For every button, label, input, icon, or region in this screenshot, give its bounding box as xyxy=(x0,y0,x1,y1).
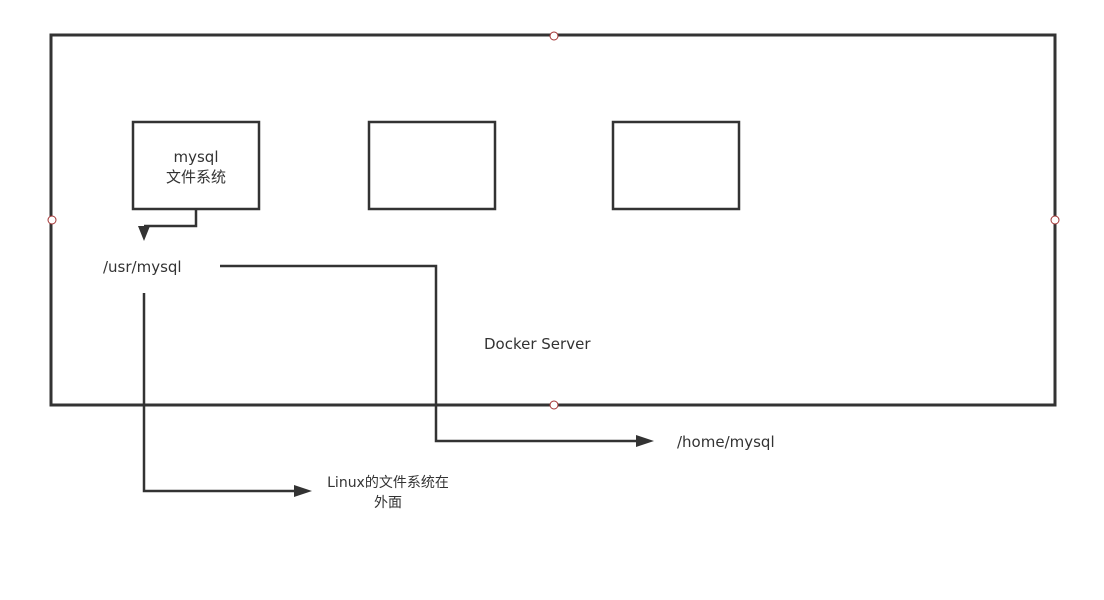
container-mysql-label: mysql 文件系统 xyxy=(133,147,259,187)
label-line: 外面 xyxy=(374,495,402,511)
home-mysql-label: /home/mysql xyxy=(677,433,775,451)
container-box-2[interactable] xyxy=(367,120,497,211)
selection-handles[interactable] xyxy=(47,31,1060,410)
arrow-container-to-usr xyxy=(144,209,198,228)
linux-fs-label: Linux的文件系统在 外面 xyxy=(314,473,462,513)
label-line: mysql xyxy=(173,148,219,166)
arrowhead-home xyxy=(636,435,654,447)
arrowhead-linux xyxy=(294,485,312,497)
arrowhead-down xyxy=(138,226,150,241)
usr-mysql-label: /usr/mysql xyxy=(103,258,182,276)
arrow-usr-to-linux xyxy=(142,293,298,493)
docker-server-label: Docker Server xyxy=(484,335,591,353)
label-line: Linux的文件系统在 xyxy=(327,475,449,491)
container-box-3[interactable] xyxy=(611,120,741,211)
label-line: 文件系统 xyxy=(165,168,226,186)
arrow-usr-to-home xyxy=(220,264,640,443)
